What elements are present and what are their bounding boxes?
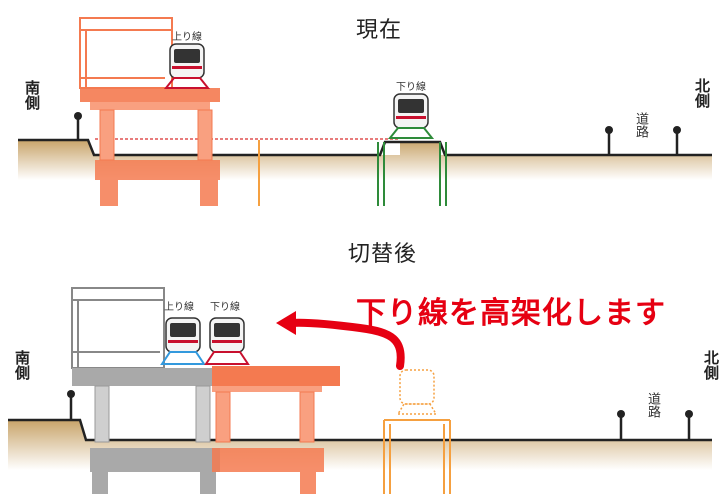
road-label-after: 道路 [645, 392, 660, 418]
current-section [18, 17, 712, 206]
foundation-gray [90, 448, 220, 472]
old-down-line-train-ghost [396, 369, 438, 415]
down-line-train-current [387, 93, 435, 139]
up-line-viaduct [79, 17, 173, 89]
current-title: 現在 [356, 18, 403, 43]
elevation-callout: 下り線を高架化します [356, 296, 666, 331]
north-label-current: 北側 [693, 78, 711, 108]
foundation-current [95, 160, 220, 180]
up-line-viaduct-after [71, 287, 165, 369]
pole-north-2 [673, 126, 681, 155]
pole-north-1 [605, 126, 613, 155]
up-line-label-current: 上り線 [172, 32, 202, 43]
pole-south-after [67, 390, 75, 420]
pole-north-after-1 [617, 410, 625, 440]
foundation-new [212, 448, 324, 472]
pole-north-after-2 [685, 410, 693, 440]
down-line-label-current: 下り線 [396, 82, 426, 93]
down-line-label-after: 下り線 [210, 302, 240, 313]
pier-left [99, 109, 115, 161]
south-label-after: 南側 [13, 350, 31, 380]
pier-right [197, 109, 213, 161]
up-line-train-current [163, 43, 211, 89]
up-line-beam [90, 102, 210, 110]
after-section [8, 287, 712, 494]
north-label-after: 北側 [702, 350, 720, 380]
road-label-current: 道路 [633, 112, 648, 138]
pole-south [74, 112, 82, 140]
down-line-train-after [204, 317, 250, 365]
transfer-arrow [276, 311, 405, 370]
up-line-train-after [160, 317, 206, 365]
temporary-frame-after [383, 419, 451, 494]
up-line-deck-after [72, 368, 212, 386]
after-title: 切替後 [348, 242, 418, 267]
down-line-deck-new [212, 366, 340, 386]
down-line-support [377, 142, 447, 206]
south-label-current: 南側 [23, 80, 41, 110]
up-line-deck [80, 88, 220, 102]
up-line-label-after: 上り線 [164, 302, 194, 313]
